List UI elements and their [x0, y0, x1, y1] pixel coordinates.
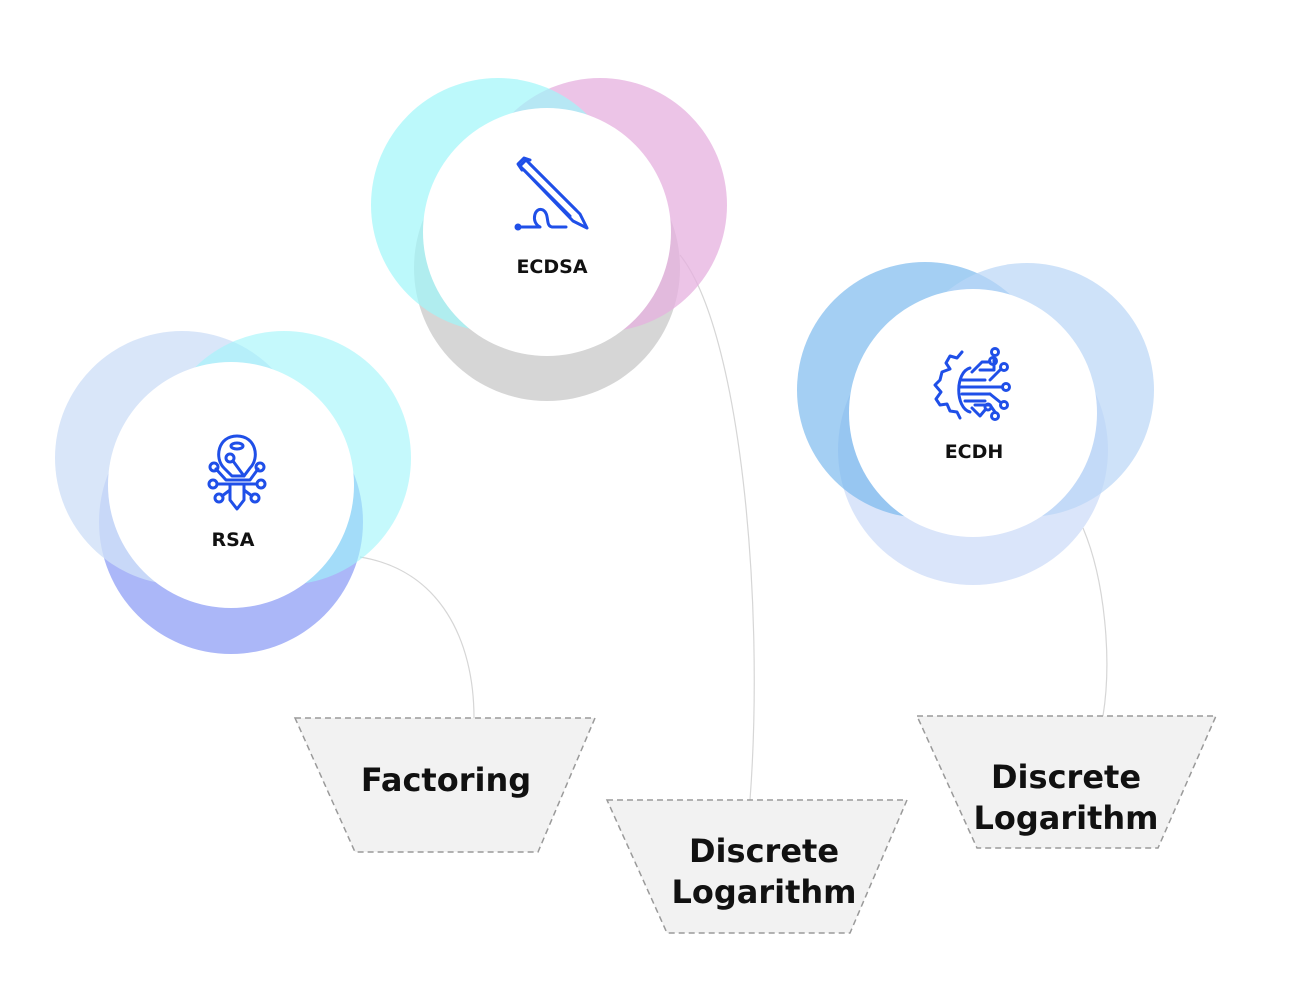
- problem-label-line2: Logarithm: [973, 799, 1158, 837]
- problem-label-line1: Discrete: [689, 832, 839, 870]
- problem-box-factoring: Factoring: [293, 717, 597, 853]
- connector-rsa: [359, 556, 475, 719]
- ecdh-label: ECDH: [945, 441, 1004, 463]
- problem-box-ecdh: Discrete Logarithm: [915, 715, 1218, 849]
- problem-label-line2: Logarithm: [671, 873, 856, 911]
- gear-circuit-icon: [933, 347, 1011, 421]
- ecdsa-label: ECDSA: [516, 256, 587, 278]
- problem-label-line1: Discrete: [991, 758, 1141, 796]
- problem-label: Factoring: [361, 761, 531, 799]
- pen-signature-icon: [514, 156, 589, 231]
- rsa-node: RSA: [55, 331, 411, 654]
- ecdsa-node: ECDSA: [371, 78, 727, 401]
- connector-ecdh: [1082, 527, 1108, 717]
- key-circuit-icon: [207, 434, 267, 511]
- ecdh-node: ECDH: [797, 262, 1154, 585]
- connector-ecdsa: [679, 254, 755, 801]
- problem-box-ecdsa: Discrete Logarithm: [605, 799, 909, 934]
- rsa-label: RSA: [211, 529, 254, 551]
